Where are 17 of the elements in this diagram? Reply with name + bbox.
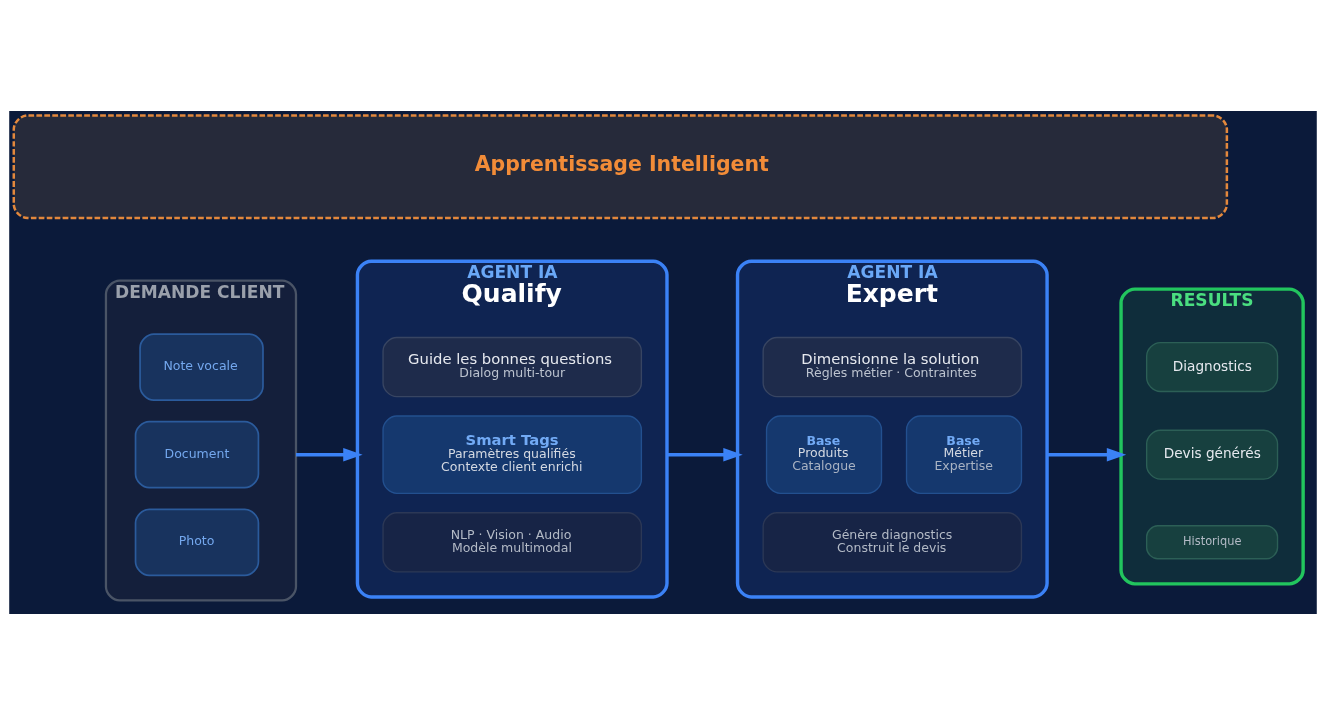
node-box: Base Métier Expertise <box>905 414 1023 494</box>
node-box: Apprentissage Intelligent <box>12 113 1229 219</box>
node-box: Photo <box>134 507 260 576</box>
node-box: Guide les bonnes questions Dialog multi-tour <box>382 336 643 397</box>
arrow <box>667 447 743 461</box>
node-box: Note vocale <box>139 332 264 401</box>
arrow <box>1047 447 1127 461</box>
arrow <box>296 447 363 461</box>
node-box: Génère diagnostics Construit le devis <box>762 511 1023 573</box>
node-box: Document <box>134 420 260 489</box>
node-box: Smart Tags Paramètres qualifiés Contexte client enrichi <box>382 414 643 494</box>
node-box: Historique <box>1145 524 1279 559</box>
node-box: Diagnostics <box>1145 341 1279 392</box>
node-box: NLP · Vision · Audio Modèle multimodal <box>382 511 643 573</box>
node-box: Devis générés <box>1145 429 1279 480</box>
node-box: Dimensionne la solution Règles métier · Contraintes <box>762 336 1023 397</box>
node-box: Base Produits Catalogue <box>765 414 883 494</box>
